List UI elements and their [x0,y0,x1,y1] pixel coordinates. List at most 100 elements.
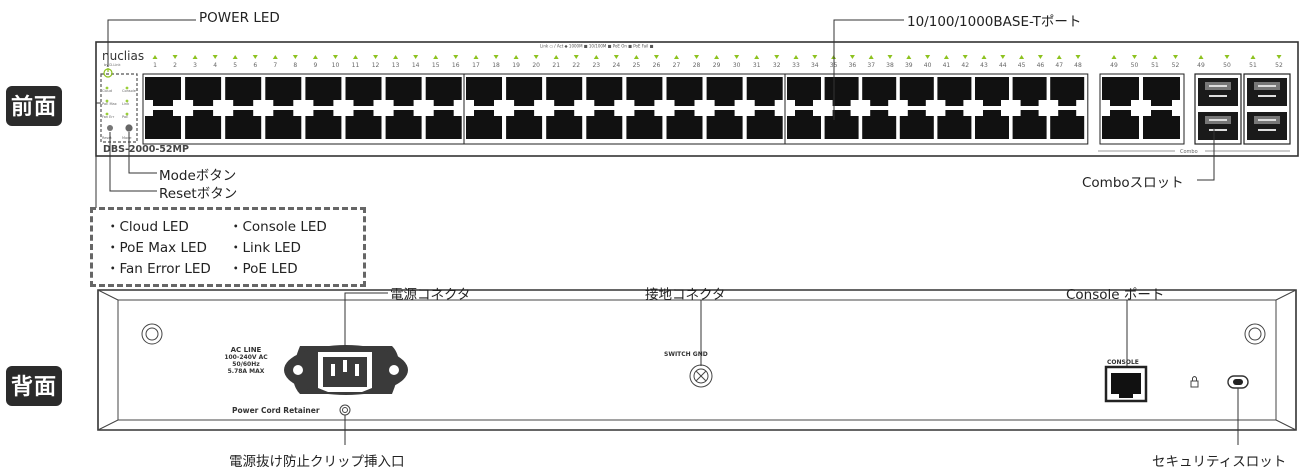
port-led-indicator [433,55,439,59]
rj45-port[interactable] [824,77,859,106]
rj45-port[interactable] [666,110,703,139]
port-number: 44 [999,62,1007,69]
port-number: 10 [332,62,340,69]
port-led-indicator [925,55,931,59]
combo-label: Combo [1180,149,1198,155]
port-number: 29 [713,62,721,69]
rj45-port[interactable] [1012,110,1047,139]
port-led-indicator [887,55,893,59]
port-number: 43 [980,62,988,69]
rj45-port[interactable] [546,77,583,106]
rj45-port[interactable] [937,77,972,106]
port-led-indicator [453,55,459,59]
rj45-port[interactable] [975,110,1009,139]
port-led-indicator [473,55,479,59]
rj45-port[interactable] [506,77,543,106]
rj45-port[interactable] [385,77,422,106]
rj45-port[interactable] [824,110,859,139]
ac-line-text: AC LINE [231,346,262,354]
port-led-indicator [962,55,968,59]
rj45-port[interactable] [185,110,222,139]
rj45-port[interactable] [975,77,1009,106]
brand-sub: by D-Link [104,63,122,67]
rj45-port[interactable] [385,110,422,139]
rj45-port[interactable] [746,110,783,139]
port-led-indicator [573,55,579,59]
reset-button[interactable] [107,125,113,131]
ac-line-text: 100-240V AC [224,354,268,361]
console-port[interactable] [1104,365,1148,403]
port-number: 48 [1074,62,1082,69]
rj45-port[interactable] [225,77,262,106]
rj45-port[interactable] [466,77,502,106]
rj45-port[interactable] [466,110,502,139]
led-label-right: Mode [122,136,132,140]
port-number: 36 [849,62,857,69]
power-inlet[interactable] [284,345,408,395]
port-led-indicator [868,55,874,59]
port-number: 5 [233,62,237,69]
rj45-port[interactable] [506,110,543,139]
port-number: 52 [1172,62,1180,69]
port-led-indicator [152,55,158,59]
rj45-port[interactable] [1143,110,1180,139]
rj45-port[interactable] [862,110,897,139]
rj45-port[interactable] [145,110,181,139]
rj45-port[interactable] [305,110,342,139]
port-number: 11 [352,62,360,69]
power-connector-callout: 電源コネクタ [390,287,471,303]
rj45-port[interactable] [225,110,262,139]
rj45-port[interactable] [1102,77,1139,106]
port-led-indicator [849,55,855,59]
port-led-indicator [553,55,559,59]
rj45-port[interactable] [1012,77,1047,106]
rj45-port[interactable] [706,77,743,106]
rj45-port[interactable] [1050,77,1085,106]
rj45-port[interactable] [746,77,783,106]
rj45-port[interactable] [425,110,462,139]
rj45-port[interactable] [1050,110,1085,139]
rj45-port[interactable] [899,77,934,106]
port-number: 15 [432,62,440,69]
rj45-port[interactable] [305,77,342,106]
rj45-port[interactable] [1102,110,1139,139]
port-led-indicator [653,55,659,59]
port-led-indicator [812,55,818,59]
port-led-indicator [373,55,379,59]
rj45-port[interactable] [425,77,462,106]
power-clip-callout: 電源抜け防止クリップ挿入口 [229,454,405,470]
rj45-port[interactable] [265,110,302,139]
port-led-indicator [1250,55,1256,59]
port-number: 6 [253,62,257,69]
rj45-port[interactable] [145,77,181,106]
rj45-port[interactable] [899,110,934,139]
rj45-port[interactable] [586,77,623,106]
port-number: 41 [943,62,951,69]
rj45-port[interactable] [345,77,382,106]
mode-button[interactable] [125,124,133,132]
rj45-port[interactable] [787,77,821,106]
rj45-port[interactable] [862,77,897,106]
rj45-port[interactable] [546,110,583,139]
rj45-port[interactable] [937,110,972,139]
rj45-port[interactable] [706,110,743,139]
port-led-indicator [981,55,987,59]
port-led-indicator [1000,55,1006,59]
rj45-port[interactable] [345,110,382,139]
rj45-port[interactable] [626,110,663,139]
port-led-indicator [754,55,760,59]
port-led-indicator [694,55,700,59]
port-led-indicator [312,55,318,59]
rj45-port[interactable] [1143,77,1180,106]
console-label: CONSOLE [1107,359,1139,366]
rj45-port[interactable] [787,110,821,139]
legend-console-led: ・Console LED [229,219,327,235]
rj45-port[interactable] [265,77,302,106]
base-t-port-callout: 10/100/1000BASE-Tポート [907,14,1082,30]
rj45-port[interactable] [626,77,663,106]
legend-poe-led: ・PoE LED [229,261,298,277]
rj45-port[interactable] [185,77,222,106]
rj45-port[interactable] [586,110,623,139]
rj45-port[interactable] [666,77,703,106]
port-number: 18 [492,62,500,69]
